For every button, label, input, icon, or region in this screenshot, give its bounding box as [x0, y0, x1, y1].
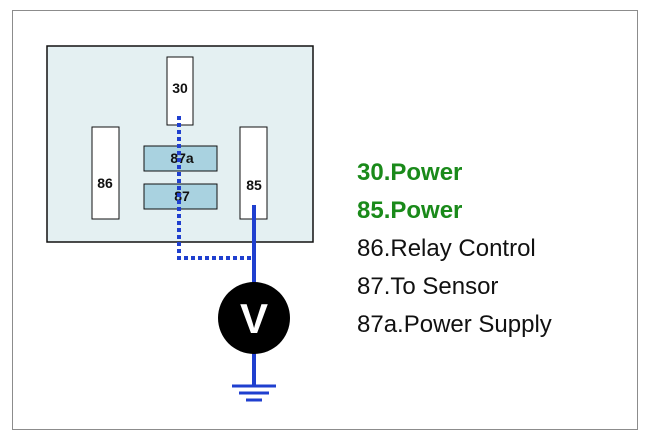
- pin-85: [239, 126, 268, 220]
- voltmeter: V: [218, 282, 290, 354]
- contact-87a-label: 87a: [170, 150, 194, 166]
- legend-item-86: 86.Relay Control: [357, 235, 536, 262]
- contact-87-label: 87: [174, 188, 190, 204]
- ground-icon: [232, 384, 276, 402]
- legend-item-87a: 87a.Power Supply: [357, 311, 552, 338]
- pin-30-label: 30: [172, 80, 188, 96]
- pin-86: [91, 126, 120, 220]
- pin-85-label: 85: [246, 177, 262, 193]
- pin-legend: 30.Power 85.Power 86.Relay Control 87.To…: [357, 154, 552, 344]
- legend-item-87: 87.To Sensor: [357, 273, 499, 300]
- legend-item-30: 30.Power: [357, 159, 463, 186]
- voltmeter-circle: [218, 282, 290, 354]
- dotted-wire-30: [177, 116, 252, 260]
- legend-item-85: 85.Power: [357, 197, 463, 224]
- voltmeter-symbol: V: [240, 295, 268, 342]
- pin-86-label: 86: [97, 175, 113, 191]
